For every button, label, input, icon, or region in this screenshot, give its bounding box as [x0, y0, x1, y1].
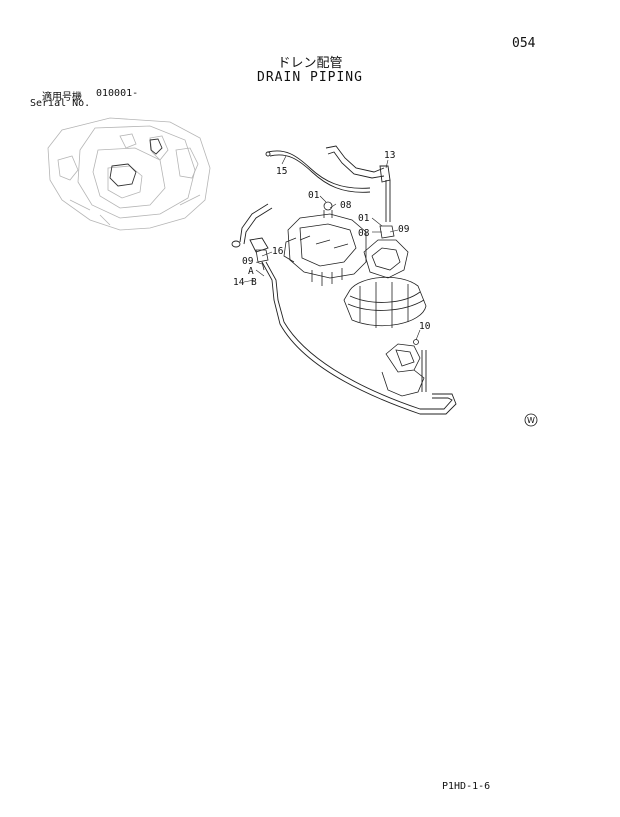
- drain-hose-15: [265, 150, 371, 193]
- callout-08-lower: 08: [358, 228, 370, 239]
- suction-pipe: [231, 203, 273, 253]
- page-number: 054: [512, 36, 536, 51]
- callout-15: 15: [276, 166, 287, 177]
- reference-machine-highlight: [109, 138, 163, 187]
- page-title: DRAIN PIPING: [257, 70, 363, 85]
- callout-16: 16: [272, 246, 284, 257]
- callout-10: 10: [419, 321, 431, 332]
- leader-lines: [243, 155, 421, 341]
- serial-label-japanese: 適用号機: [42, 92, 82, 103]
- callout-14: 14: [233, 277, 245, 288]
- travel-motor: [381, 339, 425, 397]
- watermark-symbol: W: [524, 413, 538, 427]
- callout-13: 13: [384, 150, 395, 161]
- watermark-letter: W: [527, 416, 535, 425]
- page-title-japanese: ドレン配管: [277, 56, 343, 71]
- serial-value: 010001-: [96, 88, 139, 99]
- callout-01-lower: 01: [358, 213, 370, 224]
- callout-08-upper: 08: [340, 200, 352, 211]
- swing-motor-assembly: [343, 225, 427, 328]
- elbow-pipe: [325, 145, 391, 222]
- callout-B: B: [251, 277, 257, 288]
- drain-hose-long: [261, 261, 457, 415]
- fittings-left: [255, 249, 269, 271]
- callout-01-upper: 01: [308, 190, 320, 201]
- control-valve-assembly: [283, 201, 367, 286]
- callout-09-right: 09: [398, 224, 410, 235]
- callout-09-left: 09: [242, 256, 254, 267]
- serial-label: Serial No.: [30, 98, 91, 109]
- callout-A: A: [248, 266, 254, 277]
- reference-machine-sketch: [47, 117, 211, 231]
- footer-code: P1HD-1-6: [442, 781, 491, 792]
- callout-labels: 13 15 01 08 01 08 09 16 09 A B 14 10: [233, 150, 431, 332]
